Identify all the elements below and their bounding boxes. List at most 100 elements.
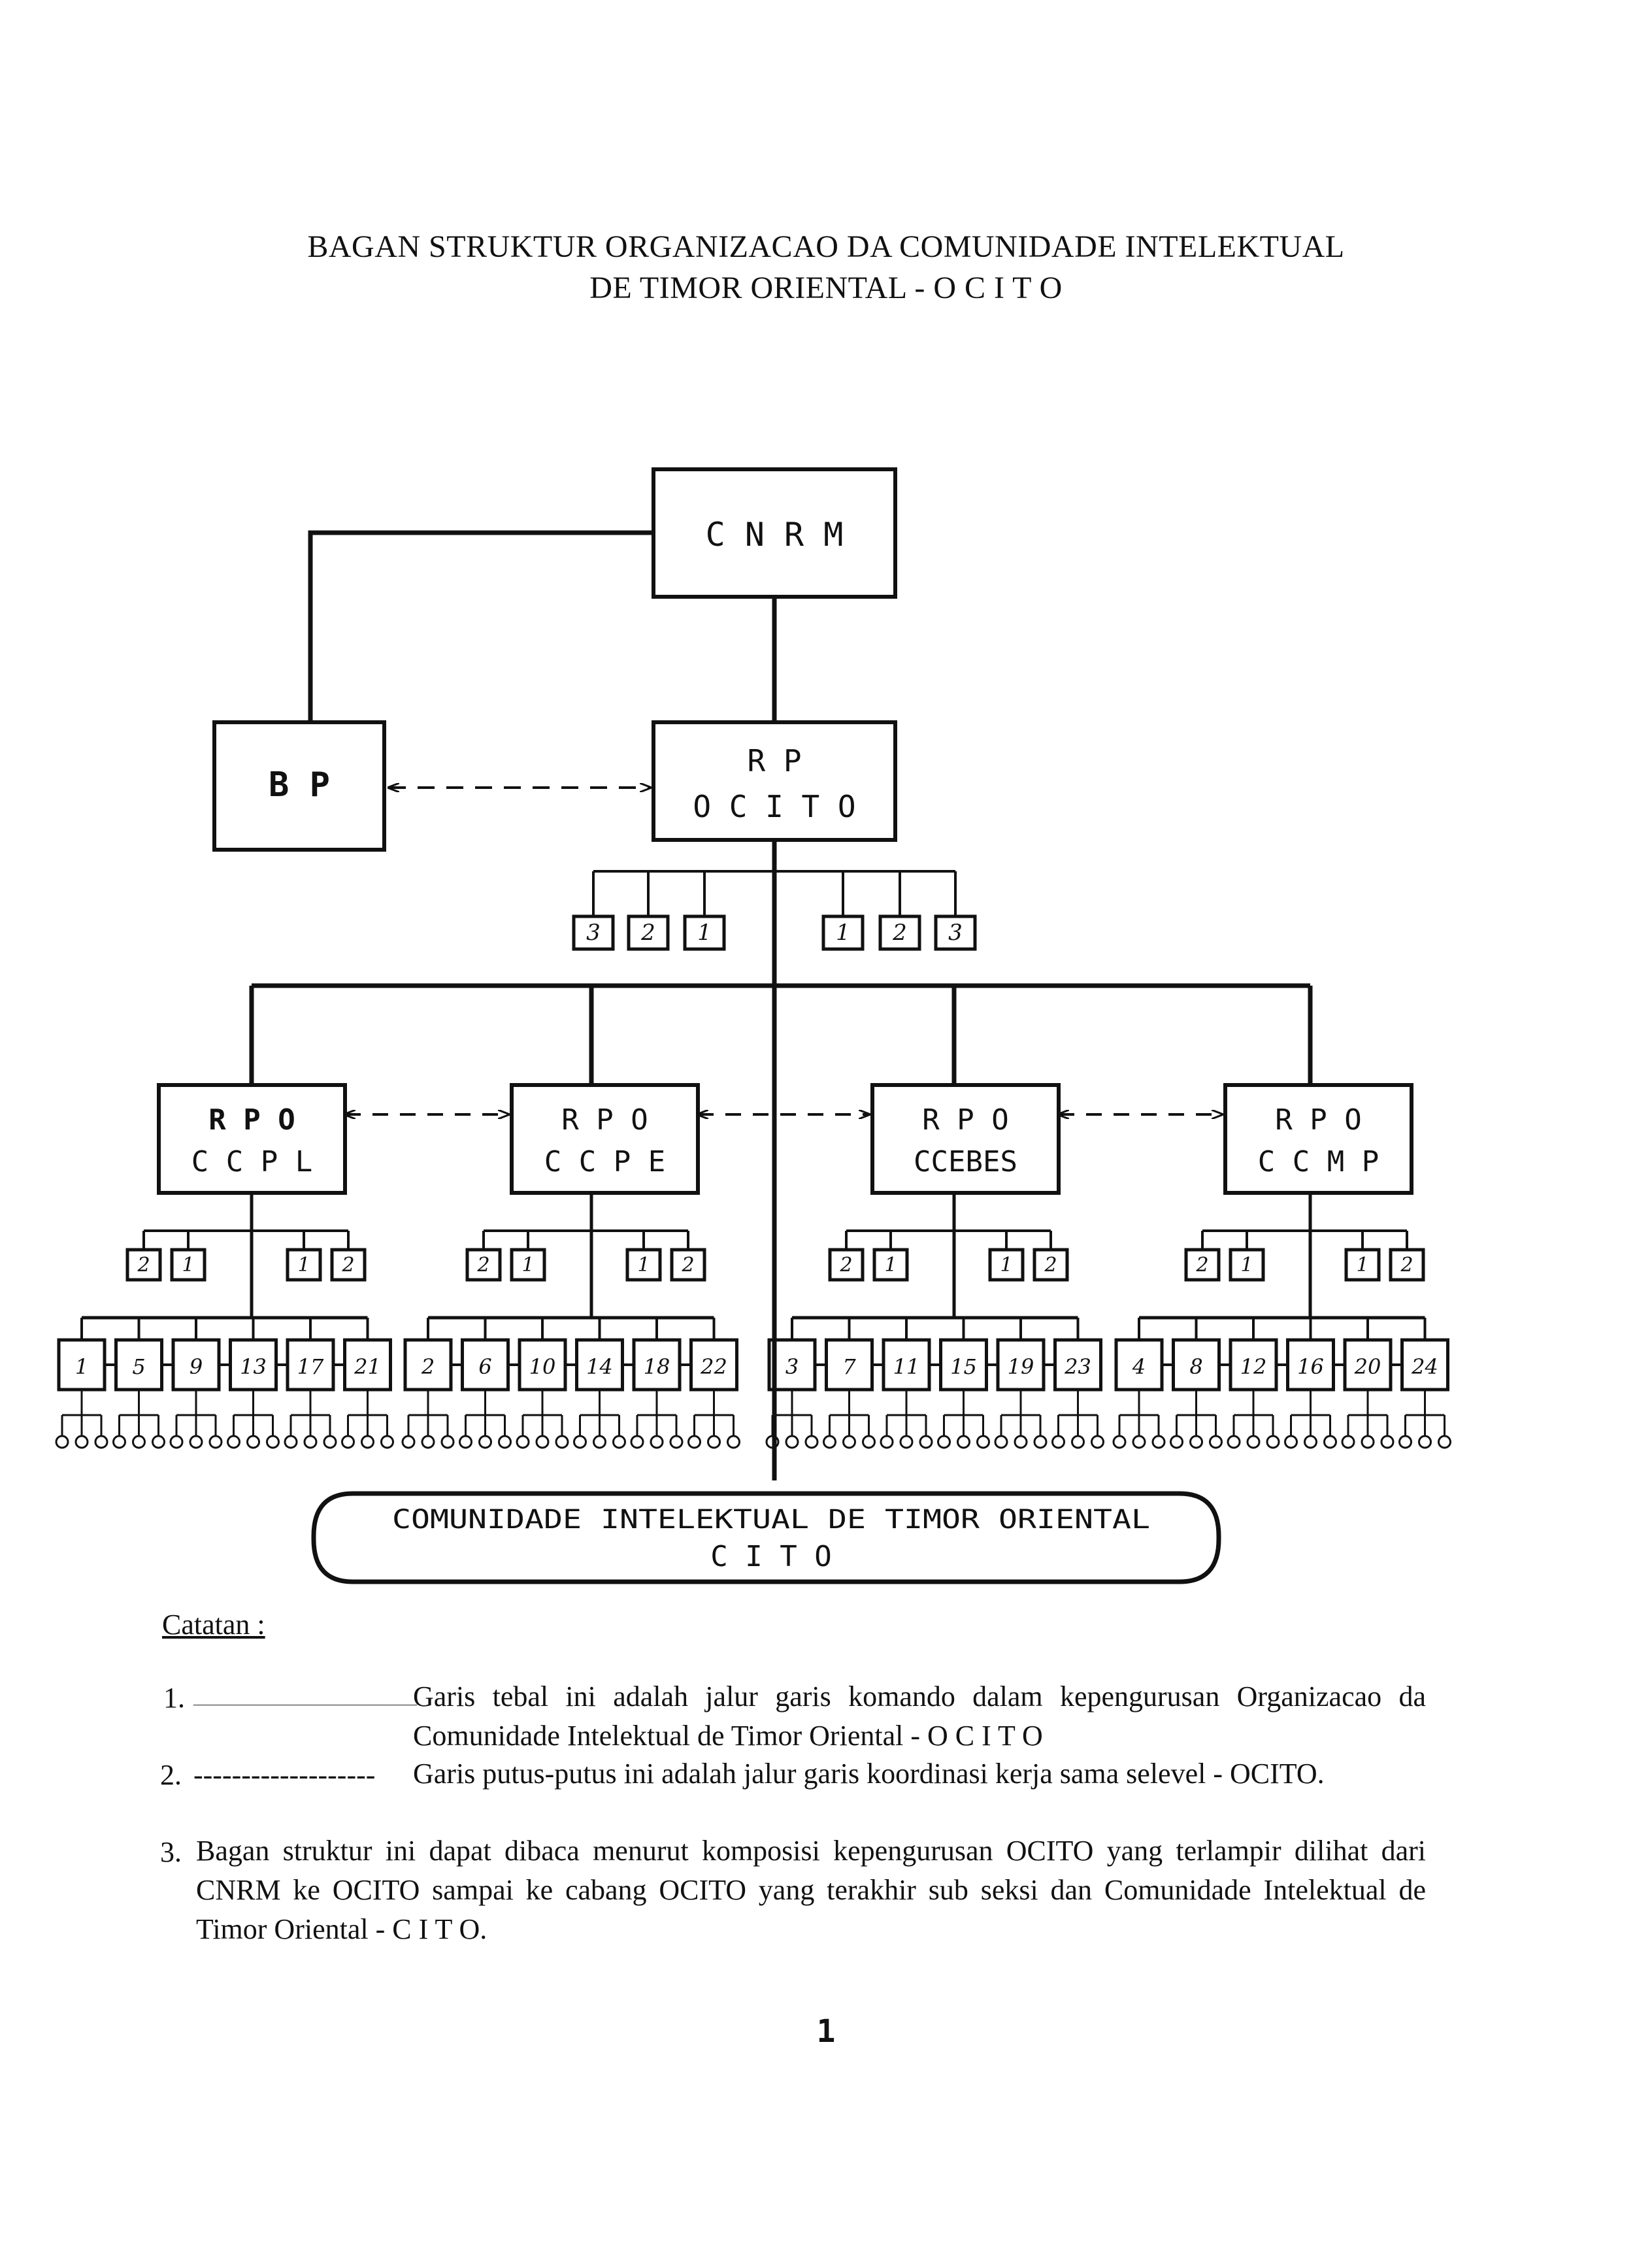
branch-left-subsection-box [1184,1248,1221,1282]
member-node [208,1435,223,1449]
cell-label: 23 [1064,1354,1091,1379]
member-node [555,1435,569,1449]
cito-label-line-1: COMUNIDADE INTELEKTUAL DE TIMOR ORIENTAL [392,1505,1150,1535]
rp-right-subsection-box-label: 1 [836,920,850,946]
member-node [1266,1435,1280,1449]
branch-label-line-1: R P O [208,1103,295,1137]
cell-label: 14 [586,1354,613,1379]
rp-left-subsection-box-label: 1 [697,920,712,946]
member-node [94,1435,108,1449]
member-node [899,1435,914,1449]
member-node [1418,1435,1432,1449]
member-node [1132,1435,1146,1449]
rp-right-subsection-box-label: 3 [948,920,963,946]
member-node [1051,1435,1065,1449]
cell-label: 24 [1411,1354,1438,1379]
member-node [976,1435,990,1449]
cell-label: 8 [1189,1354,1202,1379]
member-node [630,1435,644,1449]
cell-label: 22 [700,1354,727,1379]
notes-heading: Catatan : [162,1609,265,1641]
member-node [1091,1435,1104,1449]
cell-label: 19 [1008,1354,1034,1379]
note-1-text: Garis tebal ini adalah jalur garis koman… [413,1680,1426,1752]
branch-right-subsection-box [988,1248,1025,1282]
member-node [765,1435,780,1449]
member-node [1170,1435,1183,1449]
member-node [650,1435,664,1449]
branch-left-subsection-box-label: 2 [137,1254,150,1277]
branch-label-line-1: R P O [1275,1103,1361,1137]
note-2-marker: ------------------- [193,1759,376,1791]
note-3-text: Bagan struktur ini dapat dibaca menurut … [196,1835,1426,1945]
cito-label-line-2: C I T O [710,1540,831,1573]
rp-right-subsection-box [821,914,865,951]
document-title-line-2: DE TIMOR ORIENTAL - O C I T O [589,271,1063,305]
member-node [303,1435,318,1449]
bp-box [212,720,386,852]
rp-left-subsection-box-label: 3 [586,920,601,946]
member-node [459,1435,472,1449]
rp-label-line-2: O C I T O [693,789,855,824]
member-node [1323,1435,1337,1449]
branch-left-subsection-box-label: 1 [182,1254,194,1277]
member-node [112,1435,126,1449]
member-node [55,1435,69,1449]
member-node [1151,1435,1166,1449]
member-node [189,1435,203,1449]
member-node [1361,1435,1375,1449]
cnrm-bp-line [308,530,653,722]
branch-left-subsection-box-label: 1 [884,1254,897,1277]
rp-right-subsection-box [934,914,977,951]
document-title-line-1: BAGAN STRUKTUR ORGANIZACAO DA COMUNIDADE… [307,229,1345,264]
branch-label-line-2: C C P L [191,1145,312,1178]
rp-left-subsection-box [683,914,726,951]
member-node [361,1435,374,1449]
member-node [862,1435,876,1449]
cell-label: 3 [785,1354,799,1379]
branch-left-subsection-box-label: 2 [839,1254,852,1277]
branch-left-subsection-box [170,1248,206,1282]
member-node [1246,1435,1261,1449]
branch-left-subsection-box [465,1248,502,1282]
rp-right-subsection-box [878,914,921,951]
branch-right-subsection-box-label: 1 [1000,1254,1012,1277]
member-node [1284,1435,1298,1449]
rp-left-subsection-box-label: 2 [640,920,655,946]
member-node [919,1435,933,1449]
member-node [727,1435,740,1449]
member-node [1112,1435,1127,1449]
branch-left-subsection-box [1229,1248,1265,1282]
member-node [687,1435,701,1449]
member-node [74,1435,89,1449]
branch-right-subsection-box [625,1248,662,1282]
member-node [1209,1435,1223,1449]
branch-label-line-2: C C M P [1258,1145,1379,1178]
branch-left-subsection-box-label: 2 [476,1254,489,1277]
member-node [440,1435,455,1449]
branch-label-line-2: CCEBES [914,1145,1017,1178]
member-node [1304,1435,1317,1449]
branch-right-subsection-box [330,1248,367,1282]
rp-left-subsection-box [572,914,615,951]
member-node [1071,1435,1085,1449]
cell-label: 11 [893,1354,920,1379]
branch-box [1223,1083,1413,1195]
branch-right-subsection-box [286,1248,322,1282]
member-node [169,1435,184,1449]
branch-right-subsection-box-label: 2 [1044,1254,1057,1277]
member-node [478,1435,492,1449]
member-node [823,1435,836,1449]
member-node [516,1435,530,1449]
branch-right-subsection-box-label: 2 [341,1254,354,1277]
member-node [804,1435,819,1449]
note-2-text: Garis putus-putus ini adalah jalur garis… [413,1758,1325,1790]
member-node [227,1435,240,1449]
cell-label: 16 [1297,1354,1324,1379]
branch-right-subsection-box [1344,1248,1381,1282]
page-number: 1 [816,2013,836,2050]
member-node [401,1435,416,1449]
branch-right-subsection-box [1032,1248,1069,1282]
